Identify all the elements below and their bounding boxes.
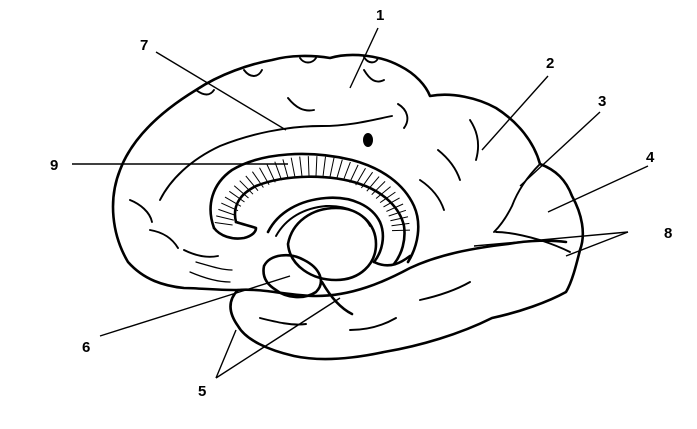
leader-3 bbox=[519, 111, 601, 187]
leader-8a bbox=[473, 231, 629, 247]
sulcus-c bbox=[129, 199, 219, 258]
pons bbox=[262, 253, 323, 299]
striation-line bbox=[383, 197, 400, 208]
label-7: 7 bbox=[140, 37, 148, 54]
striation-line bbox=[386, 203, 404, 212]
striation-line bbox=[290, 157, 296, 178]
striation-line bbox=[315, 156, 318, 177]
striation-line bbox=[221, 202, 239, 212]
striation-line bbox=[360, 171, 374, 189]
brain-outline bbox=[111, 53, 585, 361]
leader-4 bbox=[547, 165, 649, 213]
striation-line bbox=[274, 161, 283, 181]
striation-line bbox=[224, 196, 242, 207]
sulcus-a bbox=[287, 69, 409, 129]
striation-line bbox=[391, 229, 411, 232]
sulcus-d bbox=[259, 281, 471, 331]
cingulate-sulcus bbox=[159, 115, 393, 201]
striation-line bbox=[259, 167, 270, 185]
label-2: 2 bbox=[546, 55, 554, 72]
leader-2 bbox=[481, 75, 549, 151]
leader-5a bbox=[215, 329, 237, 379]
striation-line bbox=[355, 168, 366, 186]
striation-line bbox=[390, 216, 409, 222]
label-5: 5 bbox=[198, 383, 206, 400]
striation-line bbox=[229, 190, 245, 203]
sulcus-e bbox=[189, 261, 233, 283]
leader-6 bbox=[99, 275, 291, 337]
striation-line bbox=[366, 176, 380, 192]
corpus-callosum-striations bbox=[214, 156, 411, 232]
striation-line bbox=[216, 215, 234, 221]
thalamus bbox=[286, 206, 378, 282]
striation-line bbox=[329, 157, 335, 178]
striation-line bbox=[307, 156, 310, 177]
striation-line bbox=[299, 156, 303, 177]
striation-line bbox=[218, 208, 236, 216]
striation-line bbox=[379, 191, 396, 204]
leader-1 bbox=[349, 27, 379, 89]
striation-line bbox=[233, 185, 249, 199]
label-9: 9 bbox=[50, 157, 58, 174]
gyrus-bumps-top bbox=[195, 56, 379, 96]
sulcus-b bbox=[419, 119, 479, 211]
striation-line bbox=[214, 222, 233, 226]
striation-line bbox=[375, 186, 391, 199]
striation-line bbox=[251, 171, 264, 188]
striation-line bbox=[336, 159, 343, 179]
corpus-callosum-outer bbox=[209, 152, 420, 264]
striation-line bbox=[239, 180, 254, 195]
leader-5 bbox=[215, 297, 341, 379]
corpus-callosum-inner bbox=[233, 175, 406, 266]
striation-line bbox=[266, 164, 276, 183]
dot-marker bbox=[363, 133, 373, 147]
striation-line bbox=[388, 209, 407, 217]
striation-line bbox=[391, 222, 410, 227]
label-3: 3 bbox=[598, 93, 606, 110]
label-4: 4 bbox=[646, 149, 655, 166]
striation-line bbox=[322, 156, 326, 177]
striation-line bbox=[342, 161, 351, 181]
label-8: 8 bbox=[664, 225, 672, 242]
parieto-occipital-sulcus bbox=[493, 163, 541, 233]
striation-line bbox=[371, 181, 386, 196]
leader-8b bbox=[565, 231, 629, 257]
label-1: 1 bbox=[376, 7, 384, 24]
striation-line bbox=[245, 175, 259, 192]
label-6: 6 bbox=[82, 339, 90, 356]
leader-7 bbox=[155, 51, 287, 131]
brainstem bbox=[320, 254, 412, 316]
corpus-callosum-genu bbox=[212, 220, 258, 240]
striation-line bbox=[282, 159, 289, 179]
fornix bbox=[266, 196, 385, 264]
striation-line bbox=[349, 164, 359, 183]
